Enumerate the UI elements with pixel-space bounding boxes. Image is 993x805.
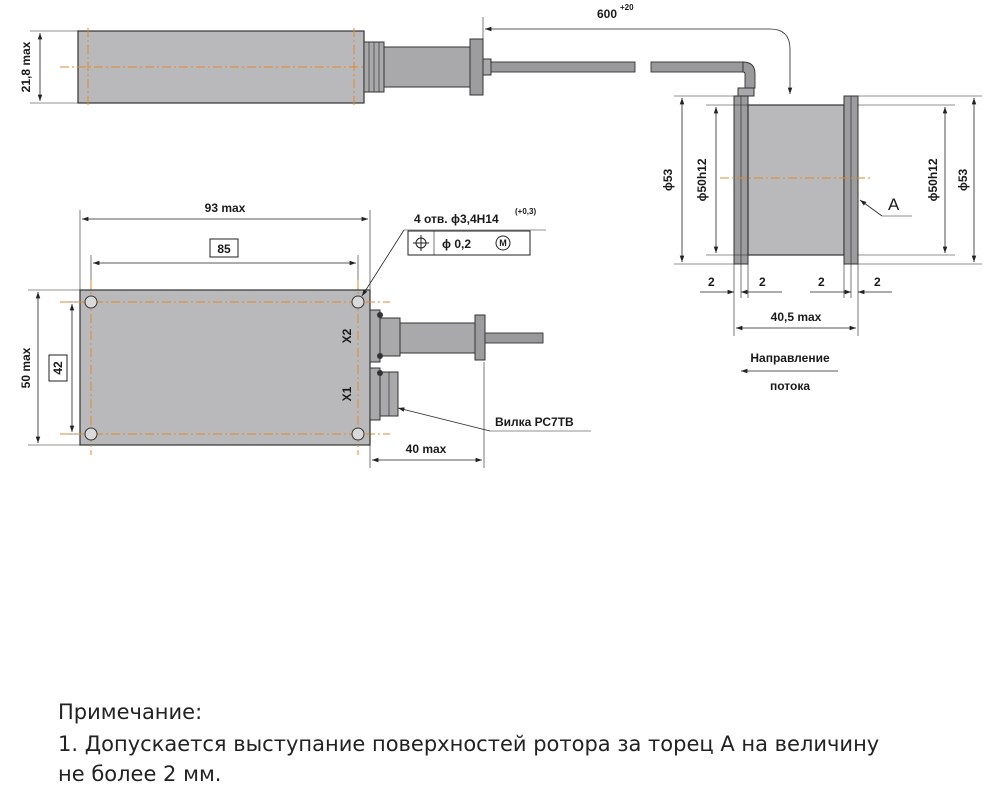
connector-x2-label: X2 [340,328,354,343]
cable-segment-left [490,61,636,73]
connector-x2-body [379,317,401,357]
front-view: 93 max 85 50 max 42 4 отв. ϕ3,4H14 [19,201,591,468]
cable-sleeve [383,46,471,88]
connector-x1-flange [369,367,381,421]
rotor-body [747,104,845,256]
outer-dia-left-label: ϕ53 [661,169,675,192]
sensor-body-front [79,289,371,446]
position-tolerance-label: ϕ 0,2 [442,237,471,251]
face-a-label: A [888,195,900,214]
cable-length-label: 600 [597,7,617,21]
cable-segment-right [650,61,744,73]
gap-1-label: 2 [708,275,715,289]
connector-x2-sleeve [399,322,476,354]
position-symbol-icon [413,235,429,251]
flow-direction-label-2: потока [770,379,810,393]
mounting-hole-br [351,427,365,441]
connector-x2-nut [474,314,486,361]
front-height-label: 50 max [19,347,33,388]
top-view-height-label: 21,8 max [19,41,33,92]
connector-x1-label: X1 [340,386,354,401]
gap-2-label: 2 [759,275,766,289]
front-width-label: 93 max [205,201,246,215]
mounting-hole-tr [351,295,365,309]
mounting-hole-tl [84,295,98,309]
note-line-1: 1. Допускается выступание поверхностей р… [58,732,880,756]
hole-vspacing-label: 42 [51,361,65,375]
cable-length-tolerance: +20 [620,3,634,12]
holes-label: 4 отв. ϕ3,4H14 [414,212,499,226]
front-cable [484,332,544,344]
mounting-hole-bl [84,427,98,441]
gap-4-label: 2 [874,275,881,289]
inner-dia-right-label: ϕ50h12 [926,158,940,201]
cable-nut [469,38,484,96]
hole-spacing-label: 85 [217,242,231,256]
top-view: 21,8 max 600 +20 [19,3,793,106]
inner-dia-left-label: ϕ50h12 [695,158,709,201]
holes-tolerance: (+0,3) [515,207,536,216]
modifier-symbol: M [499,238,507,248]
outer-dia-right-label: ϕ53 [956,169,970,192]
rotor-view: ϕ53 ϕ50h12 ϕ50h12 ϕ53 A 2 2 2 2 [661,87,982,393]
plug-label: Вилка РС7ТВ [495,415,574,429]
note-line-2: не более 2 мм. [58,762,222,786]
note-title: Примечание: [58,700,203,724]
connector-length-label: 40 max [406,442,447,456]
flow-direction-label: Направление [750,351,830,365]
rotor-length-label: 40,5 max [771,310,822,324]
gap-3-label: 2 [818,275,825,289]
